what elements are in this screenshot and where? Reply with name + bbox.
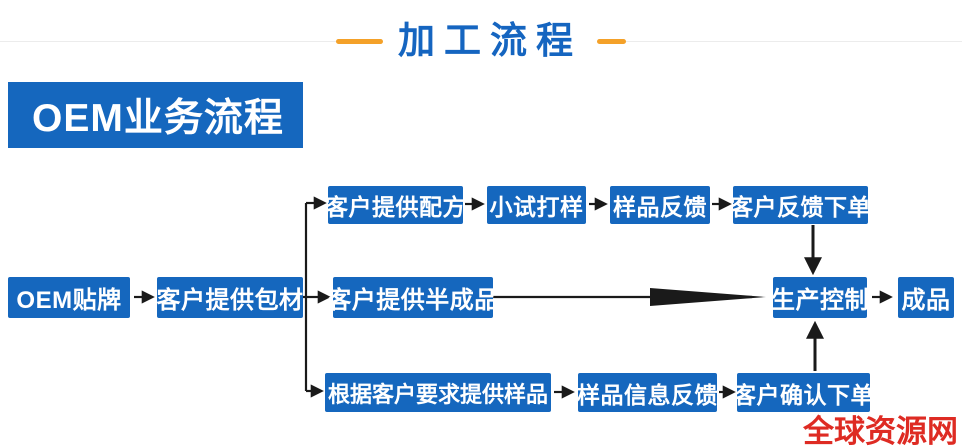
title-divider-left <box>0 41 340 42</box>
title-divider-right <box>622 41 962 42</box>
node-customer-formula: 客户提供配方 <box>325 186 466 224</box>
node-sample-feedback: 样品反馈 <box>610 186 710 224</box>
title-row: 加工流程 <box>0 18 962 64</box>
title-left-dash-icon <box>336 38 383 44</box>
node-trial-sampling: 小试打样 <box>487 186 586 224</box>
page-title: 加工流程 <box>398 20 582 61</box>
node-customer-feedback-order: 客户反馈下单 <box>730 186 871 224</box>
node-customer-semi-finished: 客户提供半成品 <box>327 277 498 318</box>
node-finished-product: 成品 <box>898 277 954 318</box>
node-production-control: 生产控制 <box>771 277 869 318</box>
node-sample-info-feedback: 样品信息反馈 <box>577 373 718 412</box>
node-per-request-samples: 根据客户要求提供样品 <box>325 373 551 412</box>
node-oem-branding: OEM贴牌 <box>8 277 130 318</box>
section-header: OEM业务流程 <box>8 82 303 148</box>
title-right-dash-icon <box>597 38 626 44</box>
watermark: 全球资源网 <box>803 414 958 447</box>
node-customer-packaging: 客户提供包材 <box>157 277 303 318</box>
node-customer-confirm-order: 客户确认下单 <box>733 373 874 412</box>
